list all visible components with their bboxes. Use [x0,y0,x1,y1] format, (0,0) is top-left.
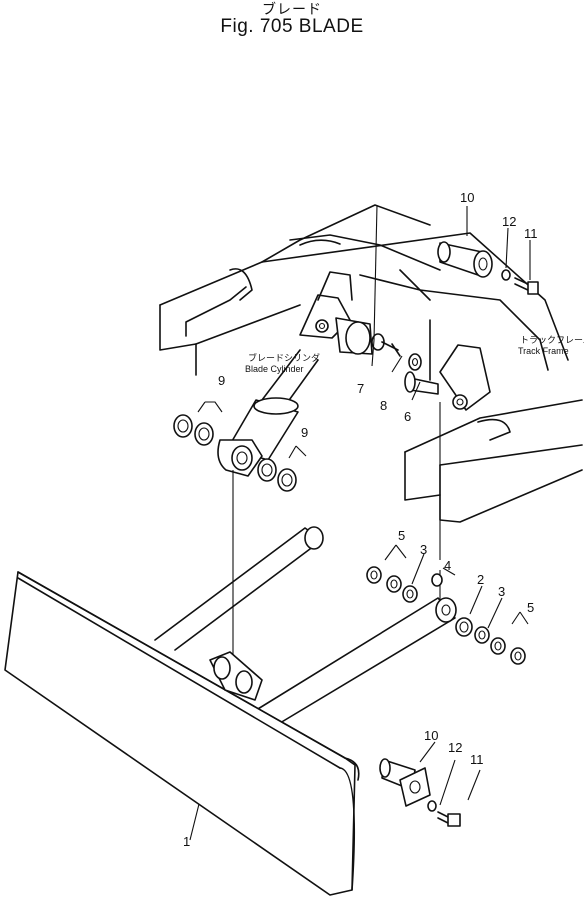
bushing-3-right [474,626,490,644]
push-arm-right [239,597,457,733]
callout-8: 8 [380,398,387,413]
track-frame-lower [404,399,583,523]
leader-lines [189,204,531,841]
pin-bolt [371,333,401,357]
callout-1: 1 [183,834,190,849]
pin-10-top [437,241,493,278]
track-frame [159,204,569,381]
figure-title: Fig. 705 BLADE [220,16,364,37]
washers-5-right [490,637,526,665]
blade-cylinder-label-jp: ブレードシリンダ [248,352,320,363]
callout-5-left: 5 [398,528,405,543]
washer-8-hole [411,357,419,367]
bushing-2 [455,617,473,637]
figure-title-japanese: ブレード [262,2,322,18]
push-arm-left [154,526,324,651]
pin-6 [404,371,439,395]
bushing-3-left-hole [406,589,414,599]
bushing-3-right-hole [478,630,486,640]
track-frame-label: Track Frame [518,346,569,356]
washer-12-top [501,269,511,281]
blade [4,571,360,896]
callout-12-top: 12 [502,214,516,229]
callout-11-top: 11 [524,226,538,241]
frame-bracket [439,344,491,411]
callout-7: 7 [357,381,364,396]
blade-cylinder-label: Blade Cylinder [245,364,304,374]
callout-10-top: 10 [460,190,474,205]
bushing-3-left [402,585,418,603]
callout-12-bottom: 12 [448,740,462,755]
washers-9-mid [257,458,297,492]
bolt-11-top [514,277,539,295]
callout-6: 6 [404,409,411,424]
callout-2: 2 [477,572,484,587]
grease-fitting-4 [431,573,443,587]
callout-9-mid: 9 [301,425,308,440]
callout-4: 4 [444,558,451,573]
bolt-11-bottom [437,811,461,827]
callout-3-right: 3 [498,584,505,599]
callout-11-bottom: 11 [470,752,484,767]
bracket-9-left [197,401,223,413]
pin-10-bottom [379,758,431,807]
washer-8 [408,353,422,371]
callout-5-right: 5 [527,600,534,615]
callout-10-bottom: 10 [424,728,438,743]
callout-9-left: 9 [218,373,225,388]
bracket-9-mid [288,445,307,459]
blade-cylinder [217,271,373,477]
washers-9-left [173,414,214,446]
washer-12-bottom [427,800,437,812]
track-frame-label-jp: トラックフレーム [520,335,584,345]
washers-5-left [366,566,402,593]
callout-3-left: 3 [420,542,427,557]
bushing-2-hole [459,621,469,633]
